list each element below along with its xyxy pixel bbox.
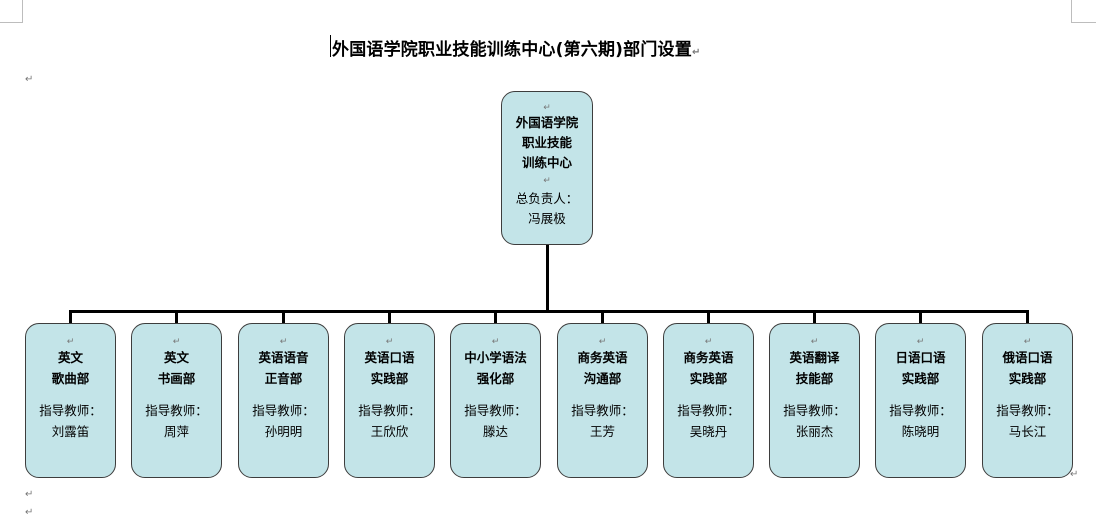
department-role-label: 指导教师：	[571, 403, 634, 418]
department-connector	[494, 310, 497, 324]
paragraph-mark: ↵	[25, 507, 34, 518]
department-node[interactable]: ↵英语口语实践部指导教师：王欣欣	[344, 323, 435, 478]
root-connector	[546, 245, 549, 312]
department-name-line: 中小学语法	[464, 350, 527, 365]
root-person: 冯展极	[528, 211, 566, 226]
document-title[interactable]: 外国语学院职业技能训练中心(第六期)部门设置↵	[332, 40, 701, 60]
department-name-line: 技能部	[795, 371, 834, 386]
department-teacher: 陈晓明	[901, 424, 940, 439]
root-name-line: 外国语学院	[515, 115, 579, 130]
root-role-label: 总负责人：	[515, 191, 579, 206]
crop-mark-top-right	[1071, 0, 1096, 23]
department-name-line: 强化部	[476, 371, 515, 386]
department-name-line: 日语口语	[895, 350, 946, 365]
department-name-line: 实践部	[901, 371, 940, 386]
paragraph-mark: ↵	[25, 74, 34, 85]
department-connector	[69, 310, 72, 324]
root-name-line: 职业技能	[521, 135, 572, 150]
department-connector	[175, 310, 178, 324]
department-node[interactable]: ↵英语翻译技能部指导教师：张丽杰	[769, 323, 860, 478]
department-name-line: 实践部	[1008, 371, 1047, 386]
department-teacher: 张丽杰	[795, 424, 834, 439]
horizontal-connector	[69, 310, 1027, 313]
department-name-line: 英文	[57, 350, 83, 365]
department-connector	[813, 310, 816, 324]
department-name-line: 实践部	[370, 371, 409, 386]
department-name-line: 英文	[163, 350, 189, 365]
department-name-line: 歌曲部	[51, 371, 90, 386]
department-connector	[1026, 310, 1029, 324]
department-name-line: 英语语音	[258, 350, 309, 365]
department-teacher: 王芳	[589, 424, 615, 439]
department-role-label: 指导教师：	[39, 403, 102, 418]
department-teacher: 王欣欣	[370, 424, 409, 439]
department-connector	[707, 310, 710, 324]
root-node[interactable]: ↵ 外国语学院 职业技能 训练中心 ↵ 总负责人： 冯展极	[501, 91, 593, 245]
department-role-label: 指导教师：	[252, 403, 315, 418]
department-teacher: 刘露笛	[51, 424, 90, 439]
paragraph-mark: ↵	[25, 489, 34, 500]
department-role-label: 指导教师：	[464, 403, 527, 418]
department-connector	[919, 310, 922, 324]
department-role-label: 指导教师：	[996, 403, 1059, 418]
department-role-label: 指导教师：	[783, 403, 846, 418]
department-teacher: 孙明明	[264, 424, 303, 439]
department-connector	[601, 310, 604, 324]
department-role-label: 指导教师：	[677, 403, 740, 418]
department-node[interactable]: ↵英文书画部指导教师：周萍	[131, 323, 222, 478]
crop-mark-top-left	[0, 0, 23, 23]
department-name-line: 商务英语	[577, 350, 628, 365]
department-role-label: 指导教师：	[889, 403, 952, 418]
department-teacher: 吴晓丹	[689, 424, 728, 439]
department-name-line: 书画部	[157, 371, 196, 386]
department-node[interactable]: ↵商务英语实践部指导教师：吴晓丹	[663, 323, 754, 478]
department-node[interactable]: ↵英文歌曲部指导教师：刘露笛	[25, 323, 116, 478]
department-node[interactable]: ↵日语口语实践部指导教师：陈晓明	[875, 323, 966, 478]
department-node[interactable]: ↵俄语口语实践部指导教师：马长江	[982, 323, 1073, 478]
department-node[interactable]: ↵英语语音正音部指导教师：孙明明	[238, 323, 329, 478]
department-name-line: 实践部	[689, 371, 728, 386]
department-name-line: 商务英语	[683, 350, 734, 365]
department-name-line: 俄语口语	[1002, 350, 1053, 365]
department-teacher: 周萍	[163, 424, 189, 439]
department-name-line: 英语翻译	[789, 350, 840, 365]
department-node[interactable]: ↵中小学语法强化部指导教师：滕达	[450, 323, 541, 478]
department-role-label: 指导教师：	[145, 403, 208, 418]
department-connector	[388, 310, 391, 324]
department-connector	[282, 310, 285, 324]
department-name-line: 英语口语	[364, 350, 415, 365]
department-teacher: 马长江	[1008, 424, 1047, 439]
department-name-line: 沟通部	[583, 371, 622, 386]
department-name-line: 正音部	[264, 371, 303, 386]
department-role-label: 指导教师：	[358, 403, 421, 418]
paragraph-mark: ↵	[1070, 469, 1079, 480]
department-teacher: 滕达	[482, 424, 508, 439]
department-node[interactable]: ↵商务英语沟通部指导教师：王芳	[557, 323, 648, 478]
text-cursor	[330, 35, 331, 57]
root-name-line: 训练中心	[521, 155, 572, 170]
